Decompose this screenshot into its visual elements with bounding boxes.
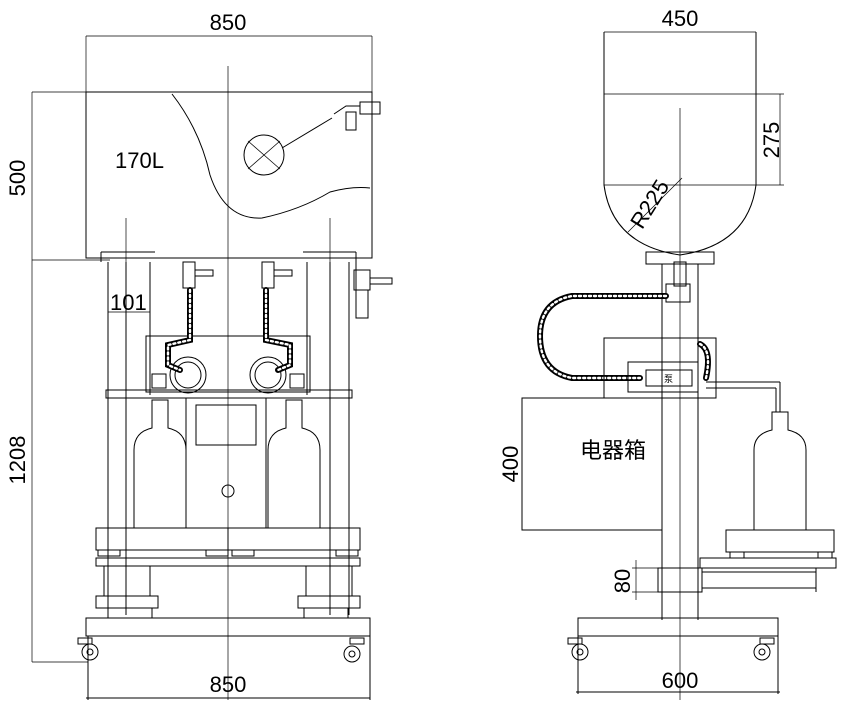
front-lower-platform xyxy=(95,527,361,619)
side-electric-box: 电器箱 400 xyxy=(498,397,663,531)
side-base: 600 xyxy=(567,617,780,694)
front-pump-block xyxy=(105,261,353,399)
front-tank-height-label: 500 xyxy=(5,160,30,197)
front-base: 850 xyxy=(77,617,371,700)
front-tank-volume-label: 170L xyxy=(115,148,164,173)
front-offset-label: 101 xyxy=(110,290,147,315)
side-bottle xyxy=(699,411,837,569)
front-side-valve xyxy=(353,258,393,319)
front-view: 850 500 1208 170L xyxy=(5,10,393,700)
side-top-width-dimension: 450 xyxy=(603,6,757,96)
front-cabinet xyxy=(133,66,321,700)
side-radius-label: R225 xyxy=(625,175,674,233)
front-height-dimensions: 500 1208 xyxy=(5,91,190,663)
side-base-width-label: 600 xyxy=(662,668,699,693)
side-pump-housing: 泵 xyxy=(603,337,781,412)
side-lower-base: 80 xyxy=(610,560,817,619)
front-frame-height-label: 1208 xyxy=(5,436,30,485)
side-view: 450 275 R225 xyxy=(498,6,837,700)
side-valve-mark: 泵 xyxy=(664,374,673,384)
front-base-width-label: 850 xyxy=(210,672,247,697)
side-gap-label: 80 xyxy=(610,569,635,593)
front-top-width-label: 850 xyxy=(210,10,247,35)
front-top-width-dimension: 850 xyxy=(85,10,373,96)
side-top-width-label: 450 xyxy=(662,6,699,31)
side-dome-height-label: 275 xyxy=(759,122,784,159)
electric-box-label: 电器箱 xyxy=(580,438,646,463)
side-hose xyxy=(536,293,711,381)
side-box-height-label: 400 xyxy=(498,446,523,483)
front-tank: 170L xyxy=(85,91,381,259)
side-tank: 275 R225 xyxy=(603,32,784,700)
